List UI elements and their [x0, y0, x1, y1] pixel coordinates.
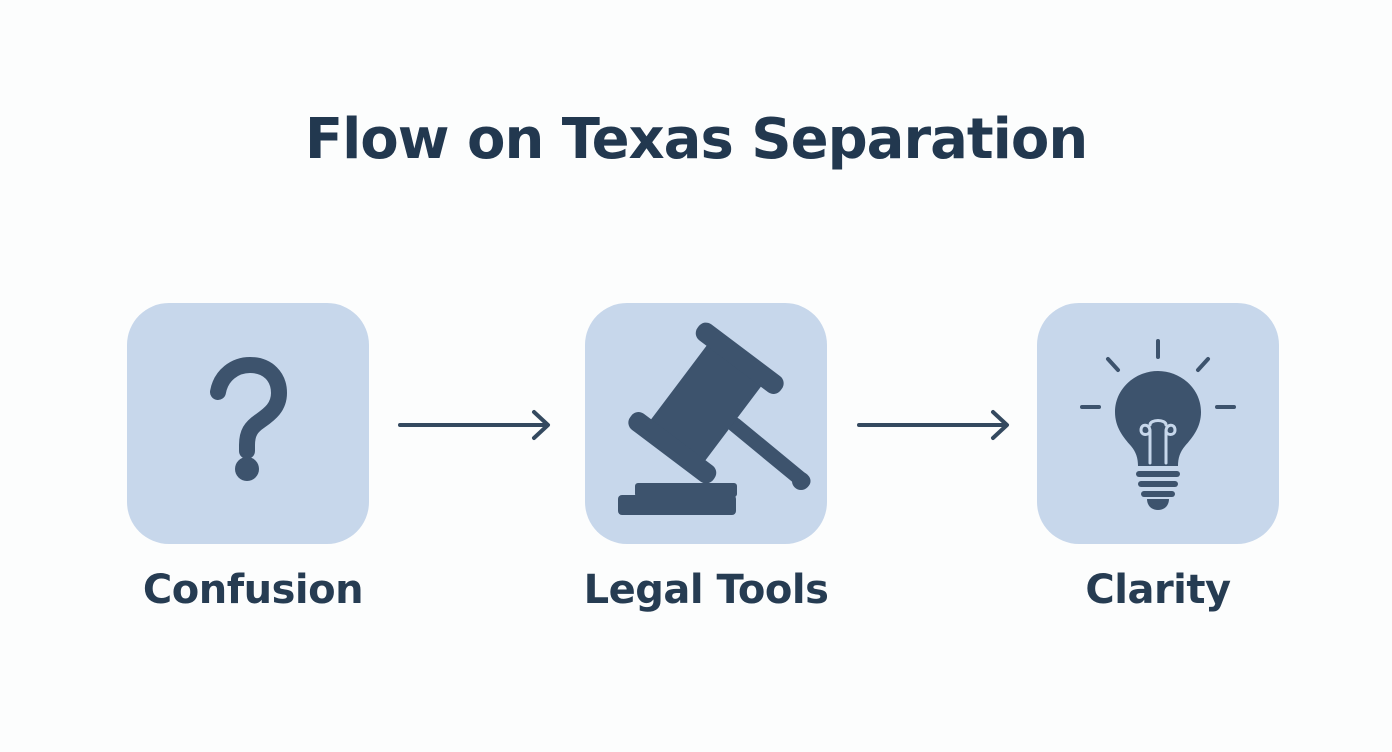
arrow-right-icon [855, 405, 1015, 445]
step-clarity-label: Clarity [1085, 567, 1231, 613]
gavel-icon [618, 322, 811, 515]
step-clarity-tile [1037, 303, 1279, 544]
diagram-title: Flow on Texas Separation [304, 107, 1088, 172]
step-confusion-tile [127, 303, 369, 544]
step-legal-tools-label: Legal Tools [583, 567, 829, 613]
step-confusion-label: Confusion [142, 567, 364, 613]
question-mark-icon [210, 357, 287, 481]
lightbulb-icon [1080, 339, 1236, 510]
step-legal-tools-tile [585, 303, 827, 544]
arrow-right-icon [396, 405, 556, 445]
